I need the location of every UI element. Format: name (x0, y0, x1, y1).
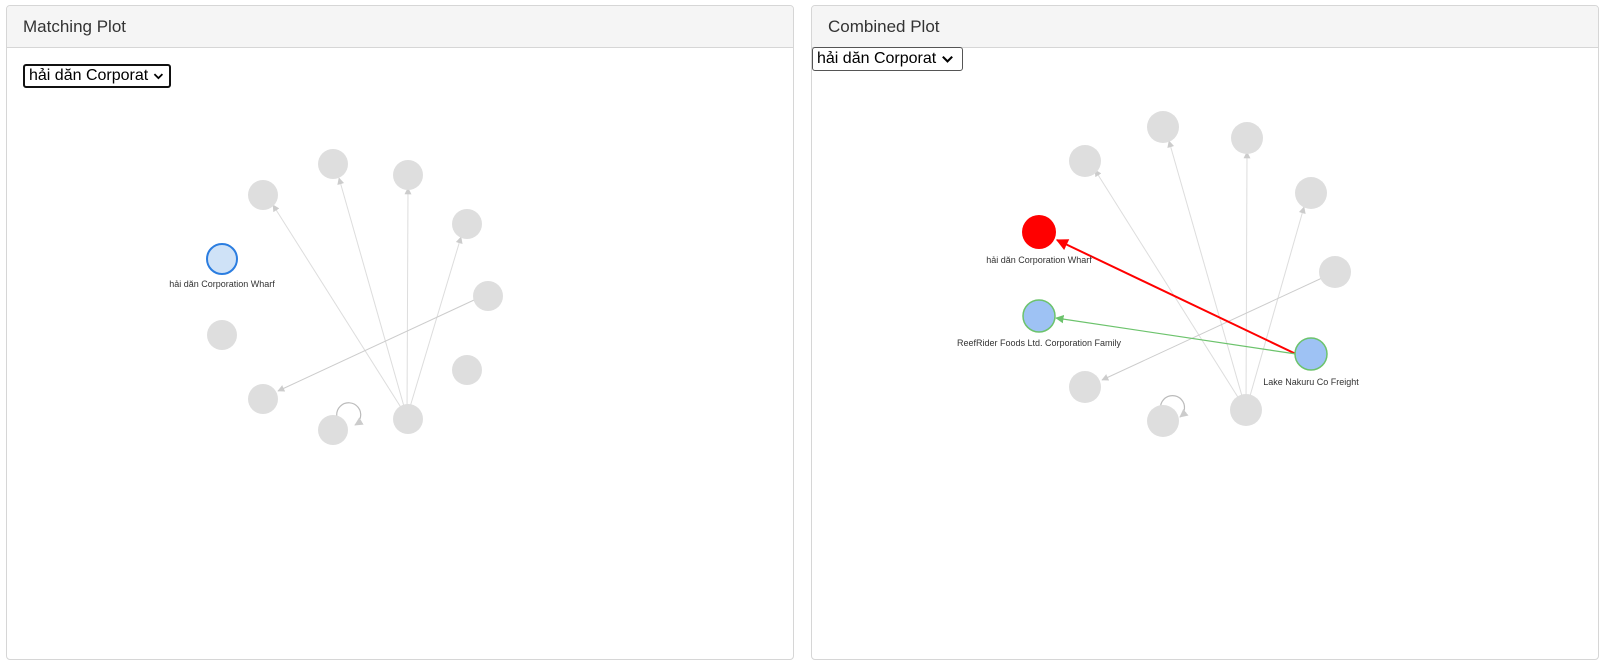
chevron-down-icon (153, 72, 164, 79)
graph-node[interactable] (248, 384, 278, 414)
graph-edge (272, 204, 408, 418)
graph-edge (1243, 151, 1251, 411)
combined-edges (1055, 140, 1336, 418)
graph-node[interactable] (393, 160, 423, 190)
target-node-red[interactable] (1022, 215, 1056, 249)
target-node-red-label: hải dăn Corporation Wharf (986, 255, 1092, 265)
combined-select-value: hải dăn Corporat (817, 50, 937, 67)
graph-edge (404, 187, 412, 418)
chevron-down-icon (942, 55, 954, 63)
graph-node[interactable] (1147, 405, 1179, 437)
graph-node[interactable] (452, 355, 482, 385)
graph-edge (1101, 271, 1336, 381)
graph-node[interactable] (1230, 394, 1262, 426)
graph-node[interactable] (318, 149, 348, 179)
matching-edges (272, 177, 488, 426)
matching-plot-title: Matching Plot (7, 6, 793, 48)
graph-node[interactable] (1069, 145, 1101, 177)
matching-nodes: hải dăn Corporation Wharf (169, 149, 503, 445)
matching-network-graph: hải dăn Corporation Wharf (169, 149, 503, 445)
combined-plot-panel: Combined Plot hải dăn Corporat (811, 5, 1599, 660)
graph-node[interactable] (248, 180, 278, 210)
graph-node[interactable] (1069, 371, 1101, 403)
graph-node[interactable] (1147, 111, 1179, 143)
graph-edge (1094, 169, 1247, 411)
combined-entity-select[interactable]: hải dăn Corporat (812, 47, 963, 71)
graph-node[interactable] (207, 320, 237, 350)
matching-select-value: hải dăn Corporat (29, 67, 149, 84)
source-node[interactable] (1294, 337, 1328, 371)
graph-edge (337, 177, 408, 418)
graph-node[interactable] (452, 209, 482, 239)
graph-edge (1167, 140, 1247, 411)
matching-entity-select[interactable]: hải dăn Corporat (23, 64, 171, 88)
source-node-label: Lake Nakuru Co Freight (1263, 377, 1359, 387)
graph-node[interactable] (1319, 256, 1351, 288)
graph-edge (277, 293, 488, 392)
graph-node[interactable] (1295, 177, 1327, 209)
graph-node[interactable] (1231, 122, 1263, 154)
graph-node[interactable] (393, 404, 423, 434)
combined-network-graph: hải dăn Corporation Wharf ReefRider Food… (957, 111, 1359, 437)
graph-edge (406, 236, 463, 418)
graph-edge (1245, 206, 1306, 411)
graph-node[interactable] (318, 415, 348, 445)
matching-plot-panel: Matching Plot hải dăn Corporat (6, 5, 794, 660)
target-node-blue-label: ReefRider Foods Ltd. Corporation Family (957, 338, 1122, 348)
graph-node[interactable] (473, 281, 503, 311)
target-node-blue[interactable] (1022, 299, 1056, 333)
combined-nodes: hải dăn Corporation Wharf ReefRider Food… (957, 111, 1359, 437)
combined-plot-title: Combined Plot (812, 6, 1598, 48)
highlight-edge-green (1055, 314, 1297, 355)
highlight-edge-red (1055, 239, 1297, 355)
highlighted-node-label: hải dăn Corporation Wharf (169, 279, 275, 289)
highlighted-node[interactable] (206, 243, 238, 275)
